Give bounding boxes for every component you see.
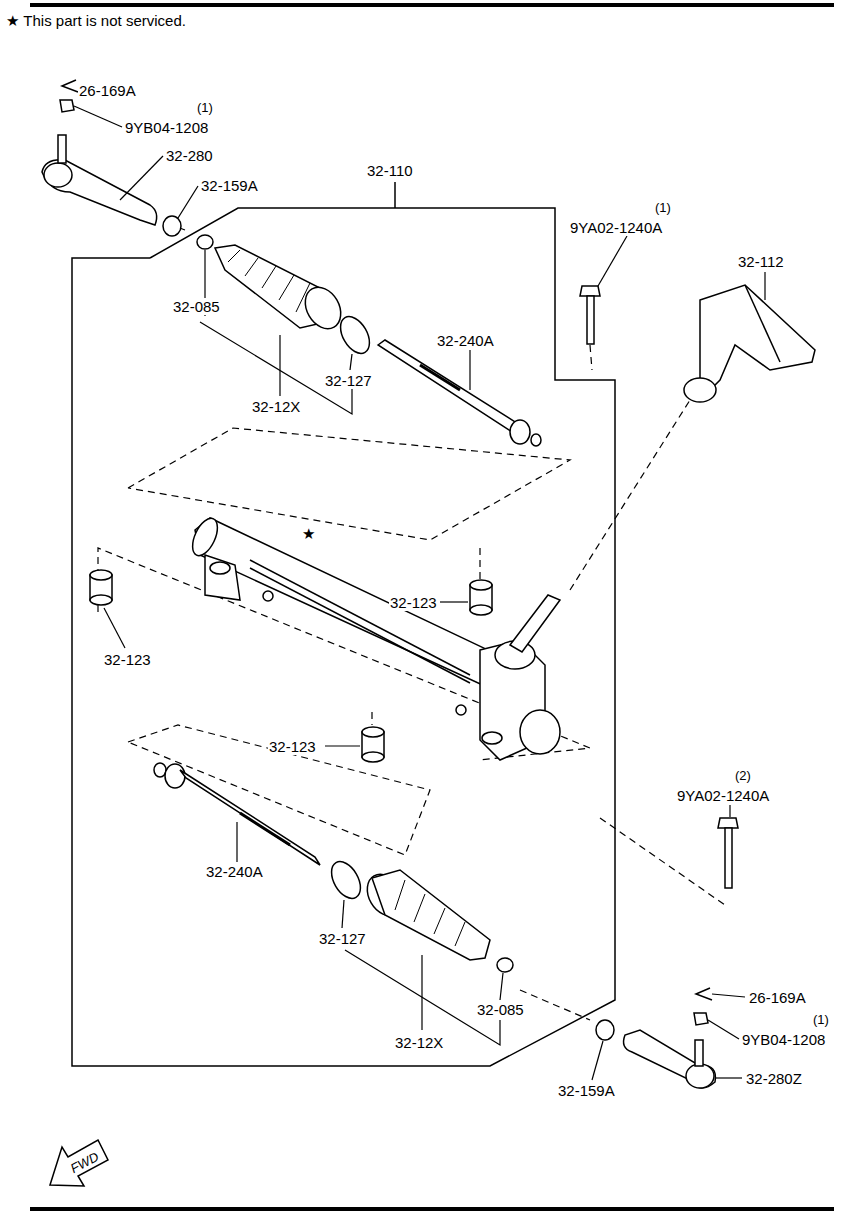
note-text: ★ This part is not serviced. [5, 12, 187, 29]
part-number: 32-159A [557, 1082, 616, 1099]
part-number: 9YB04-1208 [124, 119, 209, 136]
part-number: 32-12X [251, 398, 301, 415]
part-number: 9YA02-1240A [569, 219, 663, 236]
part-number: 32-240A [436, 332, 495, 349]
part-number: 32-127 [324, 372, 373, 389]
part-number: 32-280Z [745, 1070, 803, 1087]
part-number: 9YA02-1240A [676, 787, 770, 804]
part-number: 26-169A [748, 989, 807, 1006]
part-number: 32-280 [165, 147, 214, 164]
part-number: 32-123 [389, 594, 438, 611]
part-number: 32-112 [737, 253, 785, 270]
part-number: 26-169A [78, 82, 137, 99]
part-number: 32-240A [205, 863, 264, 880]
quantity: (1) [812, 1013, 830, 1027]
part-number: 32-123 [268, 738, 317, 755]
part-number: 32-127 [318, 930, 367, 947]
part-number: 32-110 [366, 162, 414, 179]
part-number: 9YB04-1208 [741, 1031, 826, 1048]
part-number: 32-12X [394, 1034, 444, 1051]
part-number: 32-123 [103, 651, 152, 668]
part-number: 32-085 [476, 1001, 525, 1018]
quantity: (1) [654, 201, 672, 215]
part-number: 32-085 [172, 298, 221, 315]
part-number: 32-159A [200, 177, 259, 194]
star-mark: ★ [301, 525, 316, 542]
quantity: (1) [196, 101, 214, 115]
quantity: (2) [734, 769, 752, 783]
